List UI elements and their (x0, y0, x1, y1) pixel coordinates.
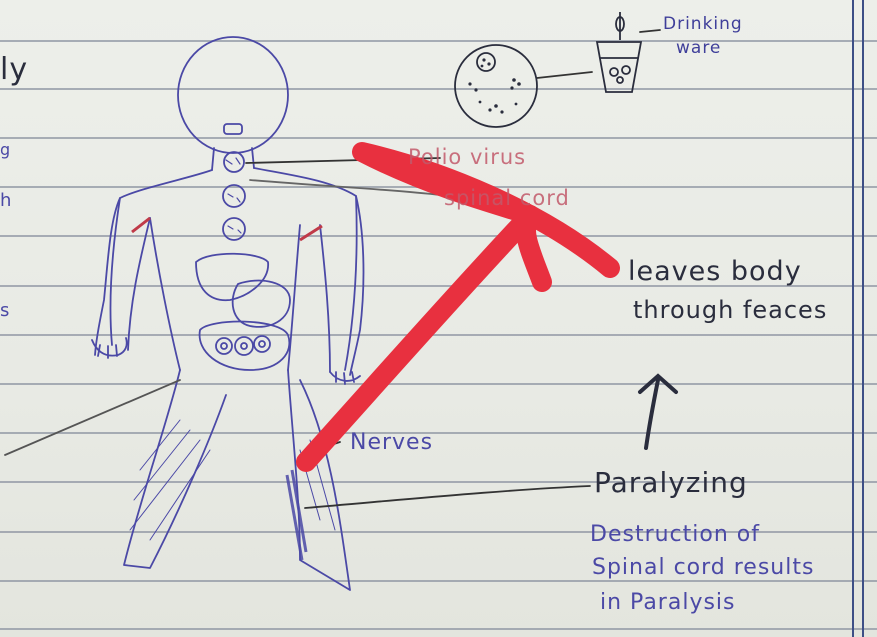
destruction-line2: Spinal cord results (592, 555, 814, 580)
leader-virus (537, 72, 592, 78)
spine-top (224, 124, 242, 134)
leader-glass (640, 30, 660, 32)
right-hand (330, 372, 360, 384)
leader-paralyzing (305, 486, 590, 508)
drinking-water-label-line1: Drinking (663, 14, 743, 34)
intestine (200, 322, 290, 370)
edge-fragment: s (0, 300, 10, 321)
nerves-label: Nerves (350, 430, 433, 455)
right-leg (288, 370, 350, 590)
vertebra (223, 218, 245, 240)
edge-fragment: h (0, 190, 12, 211)
leader-left (5, 380, 180, 455)
paralyzing-label: Paralyzing (594, 466, 748, 499)
leaves-body-label-line1: leaves body (628, 256, 802, 287)
head-outline (178, 37, 288, 153)
right-arm (320, 196, 357, 372)
spinal-cord-label: spinal cord (444, 186, 570, 210)
edge-fragment: ly (0, 52, 28, 87)
stomach (233, 281, 290, 327)
vertebra (223, 185, 245, 207)
edge-fragment: g (0, 140, 11, 159)
drinking-glass-icon (597, 12, 641, 92)
destruction-line1: Destruction of (590, 522, 760, 547)
liver (196, 254, 268, 300)
drinking-water-label-line2: ware (676, 38, 721, 58)
virus-cell-icon (455, 45, 537, 127)
left-leg (124, 370, 226, 568)
polio-virus-label: Polio virus (408, 145, 526, 169)
body-outline (95, 168, 363, 375)
destruction-line3: in Paralysis (600, 590, 736, 615)
up-arrow-icon (640, 376, 676, 448)
vertebra (224, 152, 244, 172)
leaves-body-label-line2: through feaces (633, 296, 827, 324)
torso-left (150, 218, 180, 370)
